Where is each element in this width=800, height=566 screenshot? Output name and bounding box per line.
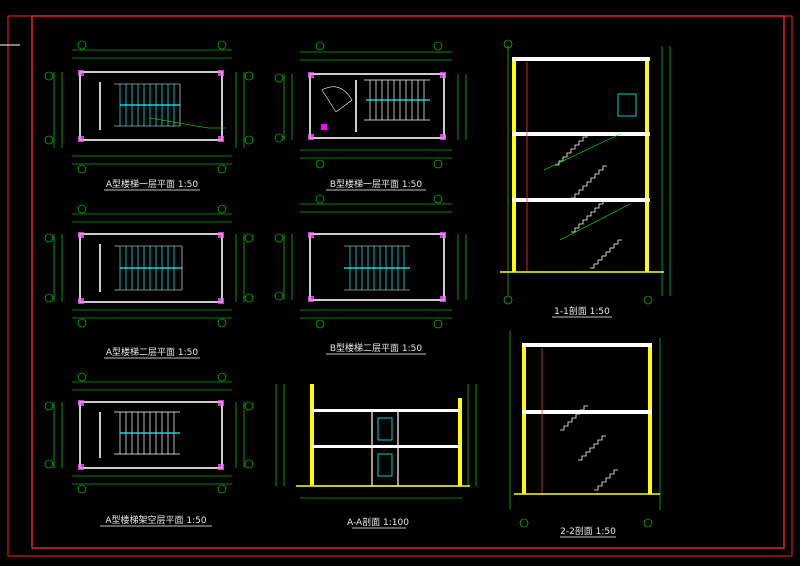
b-plan-2f: B型楼梯二层平面 1:50 — [274, 194, 467, 355]
section-11: 1-1剖面 1:50 — [500, 39, 671, 318]
a-plan-1f-title: A型楼梯一层平面 1:50 — [106, 178, 199, 190]
a-plan-pilotis: A型楼梯架空层平面 1:50 — [44, 372, 254, 527]
a-plan-2f: A型楼梯二层平面 1:50 — [44, 204, 254, 359]
section-aa: A-A剖面 1:100 — [275, 384, 477, 529]
b-plan-1f-title: B型楼梯一层平面 1:50 — [330, 178, 423, 190]
section-22-title: 2-2剖面 1:50 — [560, 525, 616, 537]
section-22: 2-2剖面 1:50 — [509, 330, 661, 538]
a-plan-2f-title: A型楼梯二层平面 1:50 — [106, 346, 199, 358]
b-plan-2f-title: B型楼梯二层平面 1:50 — [330, 342, 423, 354]
a-plan-1f: A型楼梯一层平面 1:50 — [44, 40, 254, 191]
b-plan-1f: B型楼梯一层平面 1:50 — [274, 41, 467, 191]
a-plan-pilotis-title: A型楼梯架空层平面 1:50 — [105, 514, 207, 526]
section-11-title: 1-1剖面 1:50 — [554, 305, 610, 317]
section-aa-title: A-A剖面 1:100 — [347, 516, 409, 528]
sheet-inner-frame — [31, 15, 785, 549]
